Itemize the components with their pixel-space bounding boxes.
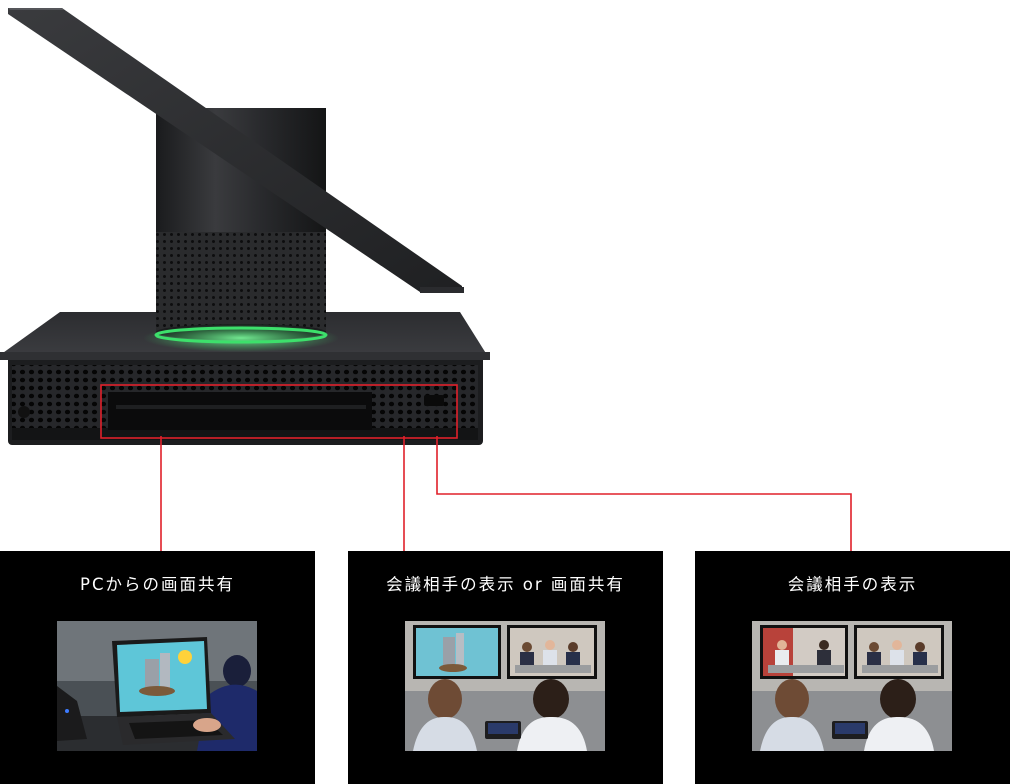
panel-pc-screen-share: PCからの画面共有 [0,551,315,784]
callout-box [100,384,458,439]
scene-laptop-share [57,621,257,751]
display-arm [8,8,462,292]
callout-lines [100,384,852,551]
led-ring [154,326,328,344]
panel-title: 会議相手の表示 or 画面共有 [386,575,625,594]
panel-title: PCからの画面共有 [80,575,235,594]
panel-display-remote: 会議相手の表示 [695,551,1010,784]
speaker-grille [156,232,326,332]
hdmi-port-bay [108,392,372,430]
device-illustration [0,8,852,551]
panel-title: 会議相手の表示 [787,575,918,594]
scene-dual-display-video [752,621,952,751]
scene-dual-display-share [405,621,605,751]
callout-line-3 [436,436,852,551]
panel-display-or-share: 会議相手の表示 or 画面共有 [348,551,663,784]
